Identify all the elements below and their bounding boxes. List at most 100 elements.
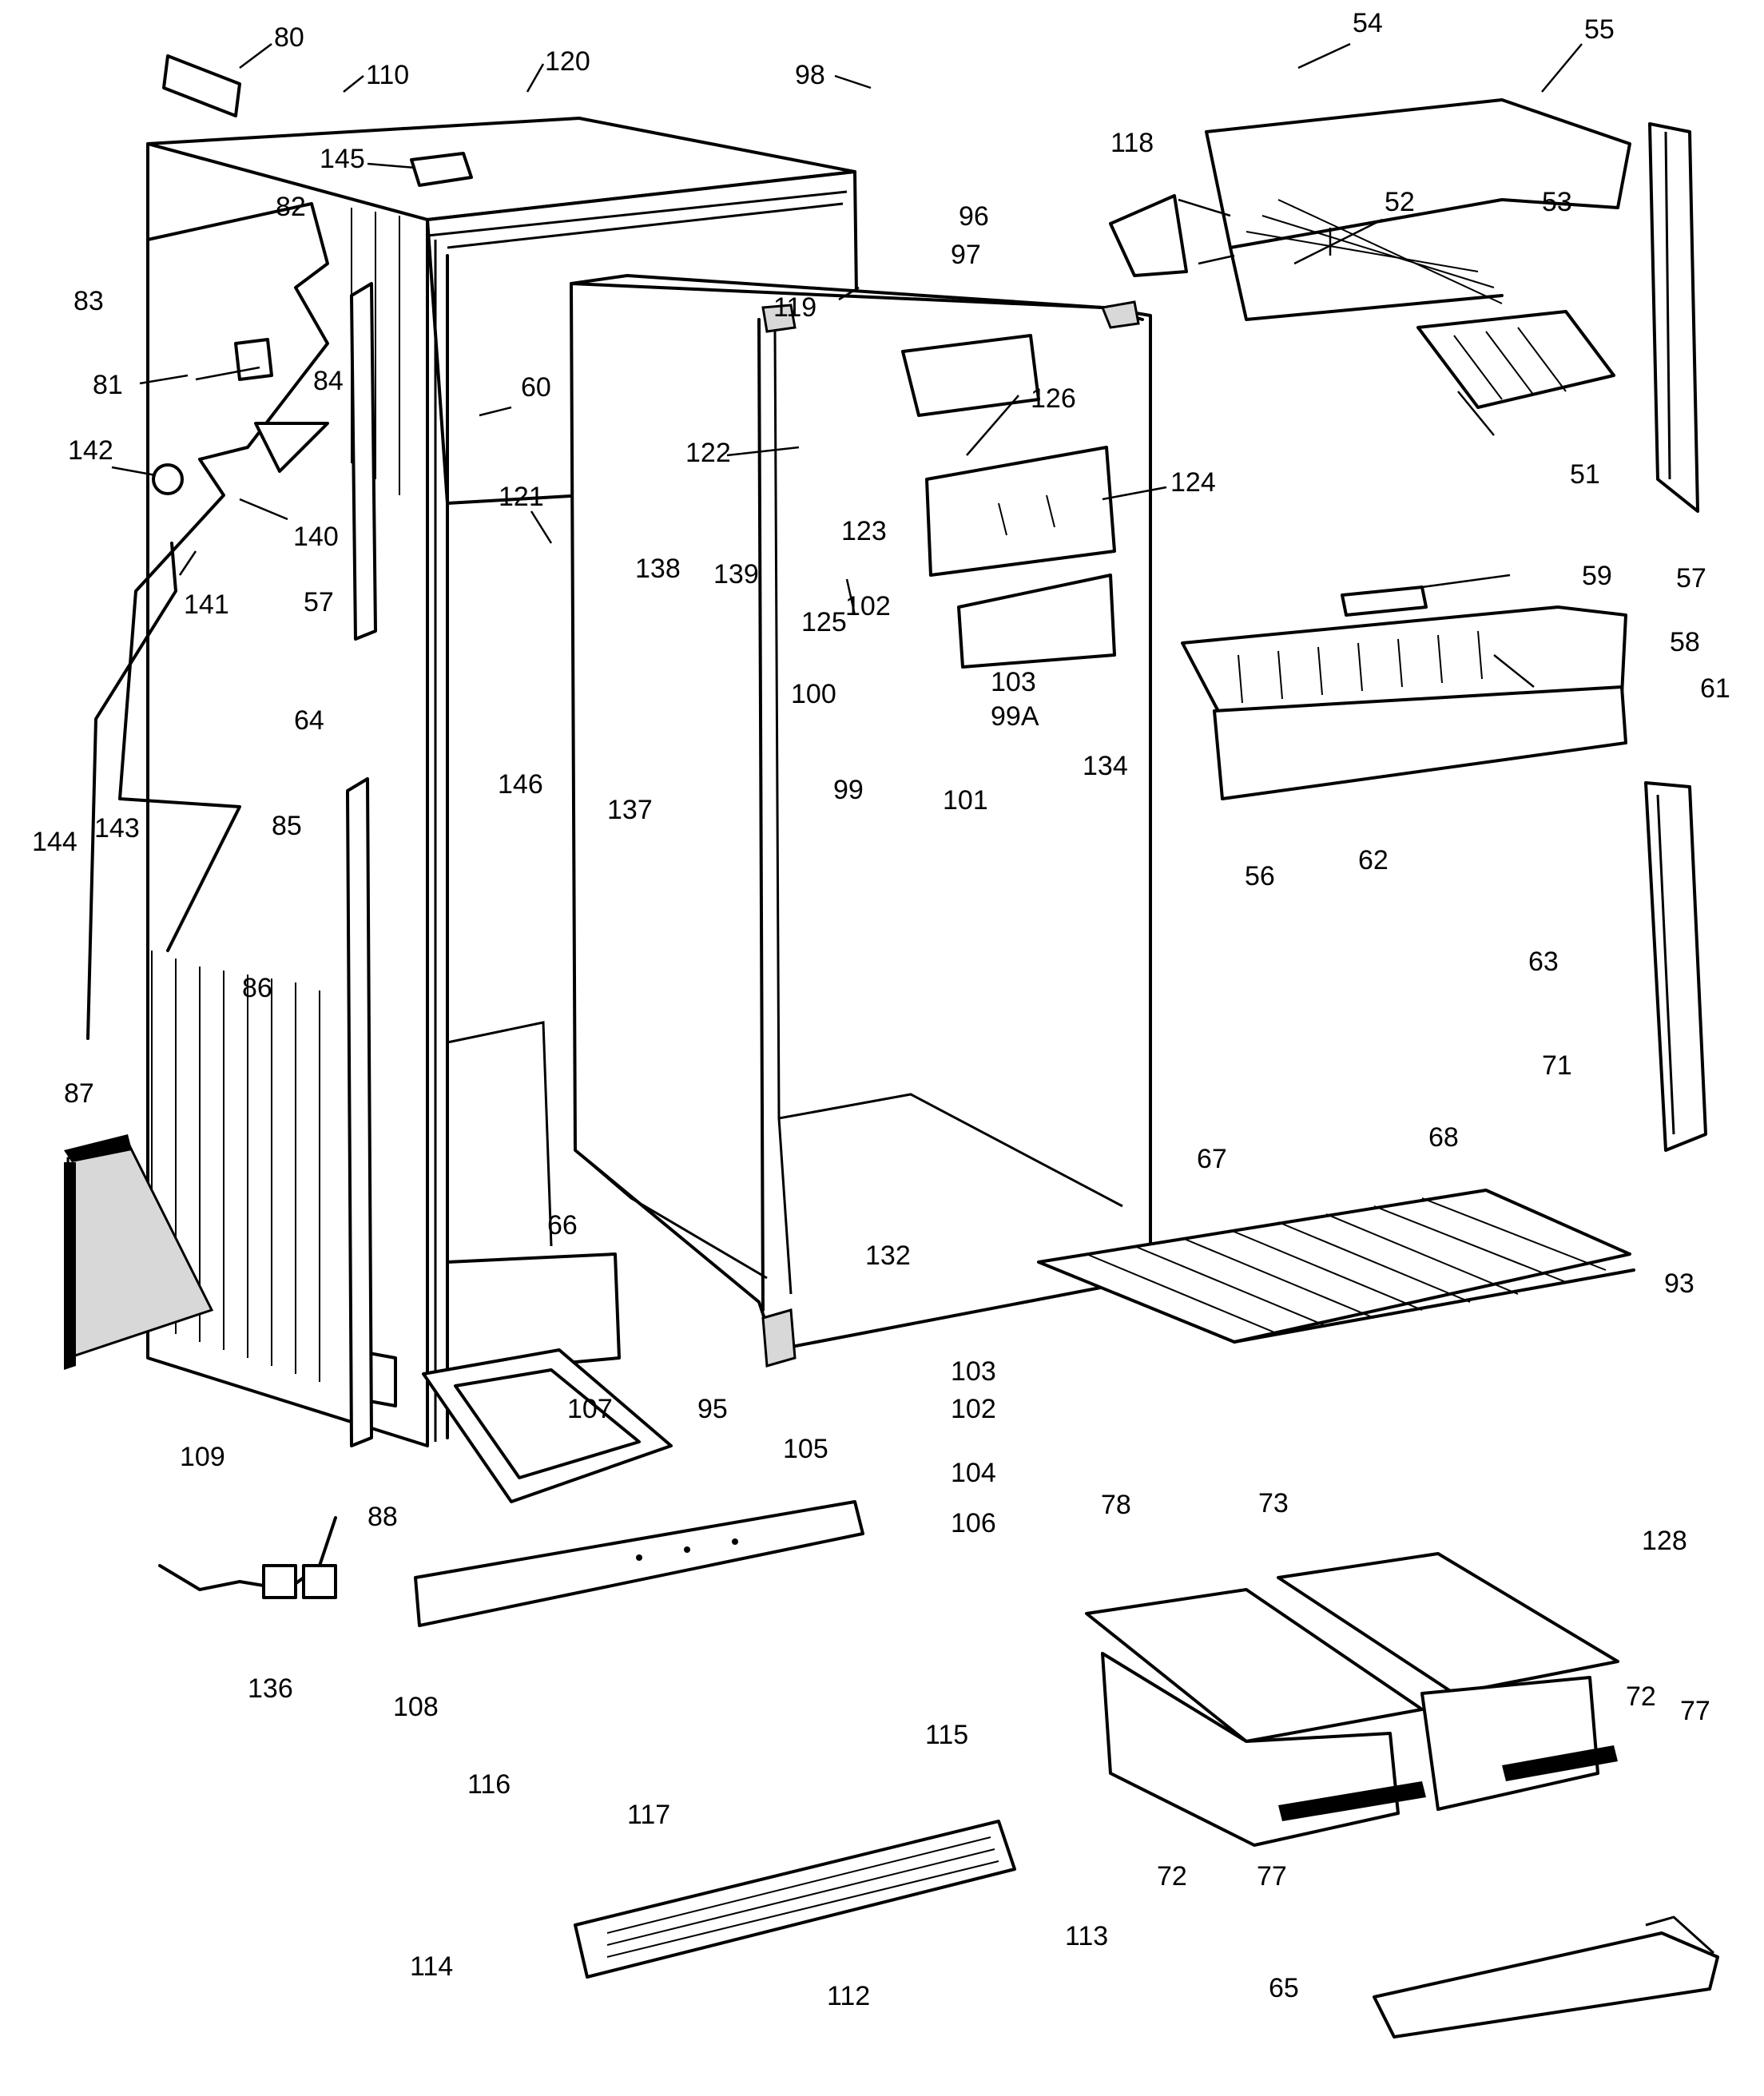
label-117: 117 (627, 1800, 670, 1830)
label-72-left: 72 (1157, 1861, 1187, 1892)
label-103-upper: 103 (991, 667, 1036, 697)
label-113: 113 (1065, 1921, 1108, 1951)
label-97: 97 (951, 240, 981, 270)
label-73: 73 (1258, 1488, 1289, 1518)
label-84: 84 (313, 366, 344, 396)
label-59: 59 (1582, 561, 1612, 591)
label-68: 68 (1428, 1122, 1459, 1153)
label-95: 95 (697, 1394, 728, 1424)
label-132: 132 (865, 1241, 911, 1271)
label-103-lower: 103 (951, 1356, 996, 1387)
label-82: 82 (276, 192, 306, 222)
label-86: 86 (242, 973, 272, 1003)
label-105: 105 (783, 1434, 828, 1464)
callout-leader-lines (111, 42, 1583, 688)
label-106: 106 (951, 1508, 996, 1538)
door-shelf-bin (1373, 1915, 1719, 2038)
label-124: 124 (1170, 467, 1216, 498)
label-125: 125 (801, 607, 847, 637)
wire-shelf (1037, 1189, 1635, 1344)
label-134: 134 (1083, 751, 1128, 781)
label-53: 53 (1542, 187, 1572, 217)
label-108: 108 (393, 1692, 439, 1722)
fan-housing (1181, 586, 1627, 800)
label-110: 110 (366, 60, 409, 90)
label-100: 100 (791, 679, 836, 709)
freezer-door-gasket-strip (1648, 122, 1699, 513)
label-54: 54 (1353, 8, 1383, 38)
label-62: 62 (1358, 845, 1389, 875)
label-61: 61 (1700, 673, 1730, 704)
label-126: 126 (1031, 383, 1076, 414)
condenser-panel (64, 1134, 214, 1370)
label-65: 65 (1269, 1973, 1299, 2003)
evaporator-cover (901, 334, 1116, 669)
label-81: 81 (93, 370, 123, 400)
label-123: 123 (841, 516, 887, 546)
label-51: 51 (1570, 459, 1600, 490)
label-56: 56 (1245, 861, 1275, 891)
label-101: 101 (943, 785, 988, 816)
label-80: 80 (274, 22, 304, 53)
label-72-right: 72 (1626, 1681, 1656, 1712)
label-77-left: 77 (1257, 1861, 1287, 1892)
label-66: 66 (547, 1210, 578, 1241)
label-121: 121 (499, 482, 544, 512)
label-99: 99 (833, 775, 864, 805)
label-98: 98 (795, 60, 825, 90)
label-60: 60 (521, 372, 551, 403)
label-112: 112 (827, 1981, 870, 2011)
label-58: 58 (1670, 627, 1700, 657)
label-144: 144 (32, 827, 77, 857)
label-139: 139 (713, 559, 759, 590)
label-63: 63 (1528, 947, 1559, 977)
label-145: 145 (320, 144, 365, 174)
label-146: 146 (498, 769, 543, 800)
label-55: 55 (1584, 14, 1615, 45)
label-107: 107 (567, 1394, 613, 1424)
label-143: 143 (94, 813, 140, 844)
label-109: 109 (180, 1442, 225, 1472)
bottom-rail-108 (414, 1500, 864, 1627)
label-99A: 99A (991, 701, 1039, 732)
label-57-right: 57 (1676, 563, 1706, 593)
label-93: 93 (1664, 1268, 1694, 1299)
label-122: 122 (685, 438, 731, 468)
cabinet-seal-strips (346, 282, 377, 1447)
drain-pan (422, 1348, 673, 1503)
label-102-lower: 102 (951, 1394, 996, 1424)
label-142: 142 (68, 435, 113, 466)
label-96: 96 (959, 201, 989, 232)
label-88: 88 (368, 1502, 398, 1532)
freezer-shelf-assembly (1109, 98, 1631, 321)
label-137: 137 (607, 795, 653, 825)
label-67: 67 (1197, 1144, 1227, 1174)
label-118: 118 (1110, 128, 1154, 158)
label-119: 119 (773, 292, 816, 323)
fresh-food-door-gasket-strip (1644, 781, 1707, 1152)
label-138: 138 (635, 554, 681, 584)
label-136: 136 (248, 1673, 293, 1704)
kick-grille (574, 1820, 1016, 1979)
label-87: 87 (64, 1078, 94, 1109)
label-71: 71 (1542, 1050, 1572, 1081)
callout-labels: 80 110 120 98 54 55 145 96 97 118 52 53 … (32, 8, 1730, 2011)
label-128: 128 (1642, 1526, 1687, 1556)
ice-tray (1416, 310, 1615, 409)
label-120: 120 (545, 46, 590, 77)
label-140: 140 (293, 522, 339, 552)
label-116: 116 (467, 1769, 511, 1800)
label-64: 64 (294, 705, 324, 736)
label-83: 83 (74, 286, 104, 316)
label-78: 78 (1101, 1490, 1131, 1520)
label-104: 104 (951, 1458, 996, 1488)
crisper-drawers (1085, 1552, 1619, 1847)
label-85: 85 (272, 811, 302, 841)
label-141: 141 (184, 590, 229, 620)
label-52: 52 (1385, 187, 1415, 217)
label-77-right: 77 (1680, 1696, 1710, 1726)
label-115: 115 (925, 1720, 968, 1750)
label-114: 114 (410, 1951, 453, 1982)
label-102-upper: 102 (845, 591, 891, 621)
